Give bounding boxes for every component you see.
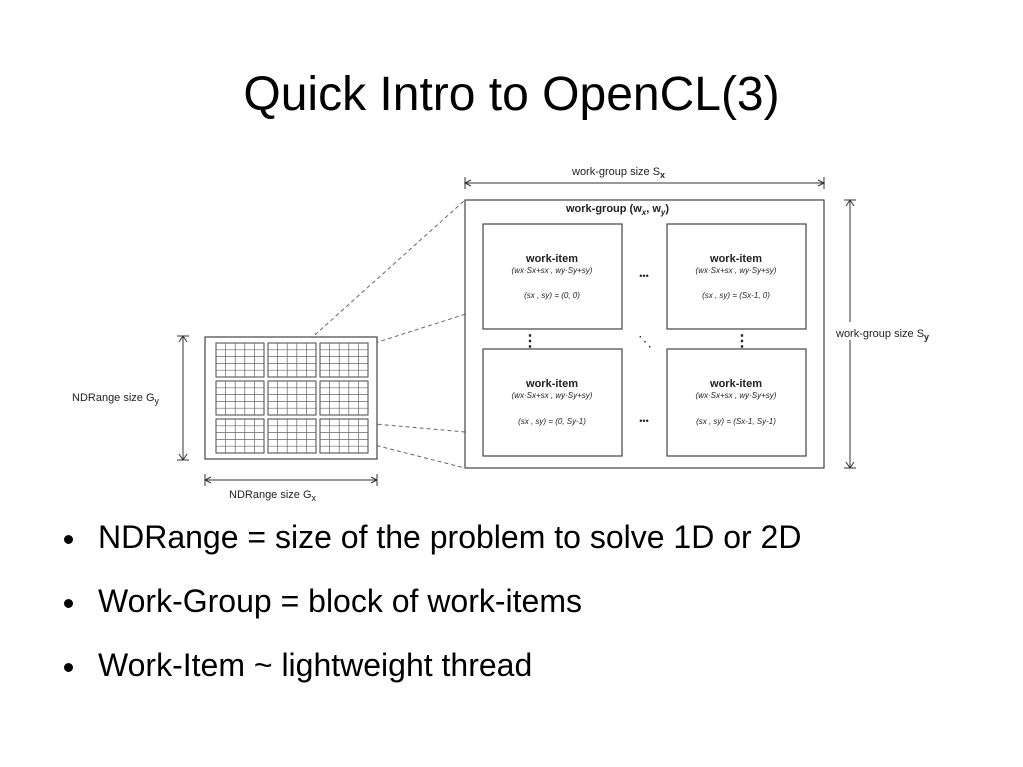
bullet-work-item: Work-Item ~ lightweight thread [62,646,962,684]
svg-text:(sx , sy) = (Sx-1, 0): (sx , sy) = (Sx-1, 0) [702,291,770,300]
ndrange-workgroup-cell [319,380,369,416]
bullet-work-group: Work-Group = block of work-items [62,582,962,620]
svg-text:(sx , sy) = (0, Sy-1): (sx , sy) = (0, Sy-1) [518,417,586,426]
svg-text:work-item: work-item [525,253,578,265]
work-item-bottom-right: work-item (wx·Sx+sx , wy·Sy+sy) (sx , sy… [666,348,807,457]
svg-text:work-item: work-item [709,253,762,265]
svg-text:(sx , sy) = (0, 0): (sx , sy) = (0, 0) [524,291,580,300]
ellipsis-vertical-right: ⋮ [734,333,750,350]
ellipsis-vertical-left: ⋮ [522,333,538,350]
ndrange-workgroup-cell [215,380,265,416]
bullet-dot [64,599,73,608]
bullet-dot [64,535,73,544]
ellipsis-diagonal: ⋱ [638,333,652,349]
workgroup-x-label: work-group size Sx [571,166,665,180]
ellipsis-horizontal-bottom: ••• [639,416,648,426]
ndrange-workgroup-cell [267,380,317,416]
svg-text:(sx , sy) = (Sx-1, Sy-1): (sx , sy) = (Sx-1, Sy-1) [696,417,776,426]
bullet-list: NDRange = size of the problem to solve 1… [62,518,962,710]
ndrange-workgroup-cell [319,418,369,454]
ndrange-x-arrow [203,474,379,486]
svg-text:(wx·Sx+sx , wy·Sy+sy): (wx·Sx+sx , wy·Sy+sy) [696,266,777,275]
slide-title: Quick Intro to OpenCL(3) [243,68,780,121]
workgroup-y-label: work-group size Sy [835,328,929,342]
work-item-bottom-left: work-item (wx·Sx+sx , wy·Sy+sy) (sx , sy… [482,348,623,457]
work-item-top-right: work-item (wx·Sx+sx , wy·Sy+sy) (sx , sy… [666,223,807,330]
bullet-text: NDRange = size of the problem to solve 1… [98,519,802,555]
ndrange-workgroup-cell [319,342,369,378]
ellipsis-horizontal-top: ••• [639,271,648,281]
ndrange-workgroup-cell [267,342,317,378]
ndrange-grid [215,342,369,454]
bullet-ndrange: NDRange = size of the problem to solve 1… [62,518,962,556]
ndrange-workgroup-cell [215,342,265,378]
ndrange-y-label: NDRange size Gy [72,392,160,406]
ndrange-x-label: NDRange size Gx [229,489,317,503]
workgroup-x-arrow [463,177,826,189]
ndrange-y-arrow [177,335,189,461]
svg-text:(wx·Sx+sx , wy·Sy+sy): (wx·Sx+sx , wy·Sy+sy) [512,391,593,400]
svg-text:work-item: work-item [709,378,762,390]
bullet-text: Work-Item ~ lightweight thread [98,647,533,683]
svg-text:(wx·Sx+sx , wy·Sy+sy): (wx·Sx+sx , wy·Sy+sy) [512,266,593,275]
bullet-dot [64,663,73,672]
svg-text:work-item: work-item [525,378,578,390]
work-item-top-left: work-item (wx·Sx+sx , wy·Sy+sy) (sx , sy… [482,223,623,330]
svg-text:(wx·Sx+sx , wy·Sy+sy): (wx·Sx+sx , wy·Sy+sy) [696,391,777,400]
ndrange-workgroup-cell [215,418,265,454]
ndrange-workgroup-cell [267,418,317,454]
bullet-text: Work-Group = block of work-items [98,583,582,619]
workgroup-title: work-group (wx, wy) [565,203,669,217]
